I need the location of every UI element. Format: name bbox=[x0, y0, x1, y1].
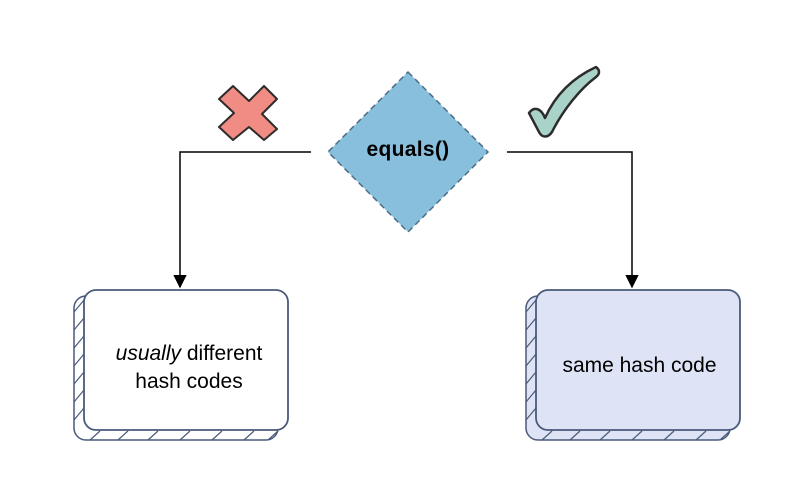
left-box-label-rest: different bbox=[181, 342, 263, 365]
check-icon bbox=[527, 65, 601, 138]
left-box-label-line2: hash codes bbox=[135, 370, 243, 393]
right-connector bbox=[507, 151, 639, 289]
left-box-label: usually different hash codes bbox=[86, 340, 292, 396]
right-box-label: same hash code bbox=[562, 354, 717, 377]
left-connector bbox=[173, 151, 311, 289]
right-result-box bbox=[525, 289, 741, 441]
left-result-box bbox=[73, 289, 289, 441]
left-box-label-emphasis: usually bbox=[115, 342, 182, 365]
decision-label: equals() bbox=[366, 138, 450, 161]
left-box-label-line1: usually different bbox=[86, 340, 292, 368]
x-icon bbox=[218, 85, 278, 141]
decision-diamond bbox=[326, 70, 490, 234]
